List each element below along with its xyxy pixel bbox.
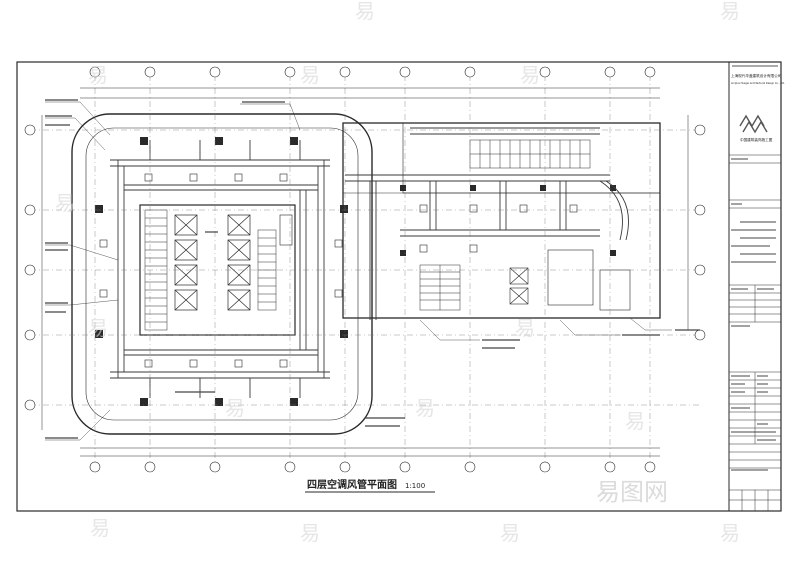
watermark-glyph: 易 (720, 521, 740, 545)
grid-bubbles (24, 66, 706, 473)
podium-outline (342, 122, 661, 319)
annotation-text-stubs (45, 99, 700, 439)
escalator-top (469, 139, 591, 169)
watermark-glyph: 易 (625, 409, 645, 433)
drawing-title-group: 四层空调风管平面图 1:100 (305, 478, 435, 493)
tower-outline (71, 113, 373, 435)
elevator-bank-left (174, 214, 198, 311)
seal-text: 中国建筑装饰施工图 (740, 137, 773, 142)
watermark-glyph: 易 (720, 0, 740, 23)
elevator-bank-right (227, 214, 251, 311)
watermark-glyph: 易 (88, 63, 108, 87)
company-name-en: Arcplus Huagai Architectural Design Co.,… (731, 82, 785, 85)
podium-ductwork (345, 127, 629, 320)
tower-plan (71, 113, 373, 435)
watermark-glyph: 易 (515, 316, 535, 340)
drawing-title: 四层空调风管平面图 (307, 478, 397, 491)
watermark-glyph: 易 (90, 516, 110, 540)
tower-columns (95, 137, 348, 406)
podium-plan (342, 122, 661, 319)
podium-columns (400, 185, 616, 256)
title-block: 上海现代华盖建筑设计有限公司 Arcplus Huagai Architectu… (729, 65, 785, 511)
watermark-glyph: 易 (300, 63, 320, 87)
watermark-glyph: 易 (55, 191, 75, 215)
grid-lines (30, 75, 700, 465)
title-block-grid (729, 154, 781, 511)
tower-inner-outline (85, 127, 359, 421)
company-logo (739, 114, 768, 134)
tower-diffusers (99, 173, 343, 368)
shaft-room (279, 214, 293, 246)
company-name-cn: 上海现代华盖建筑设计有限公司 (731, 73, 782, 78)
watermark-glyph: 易 (415, 396, 435, 420)
watermark-glyph: 易 (88, 316, 108, 340)
watermark-glyph: 易 (520, 63, 540, 87)
stair-podium (419, 264, 461, 311)
dimension-lines (41, 87, 689, 457)
sheet-border (16, 61, 782, 512)
watermark-layer: 易 易 易 易 易 易 易 易 易 易 易 易 易 易 易 (55, 0, 740, 545)
podium-diffusers (419, 204, 578, 253)
watermark-glyph: 易 (300, 521, 320, 545)
title-block-text-stubs (731, 158, 776, 471)
watermark-glyph: 易 (355, 0, 375, 23)
drawing-scale: 1:100 (405, 482, 425, 490)
watermark-glyph: 易 (500, 521, 520, 545)
annotation-leaders (45, 101, 672, 441)
podium-upper-zone (402, 122, 661, 194)
tower-ductwork (110, 140, 330, 398)
podium-elevators (509, 267, 529, 305)
watermark-glyph: 易 (225, 396, 245, 420)
watermark-brand: 易图网 (596, 478, 668, 506)
